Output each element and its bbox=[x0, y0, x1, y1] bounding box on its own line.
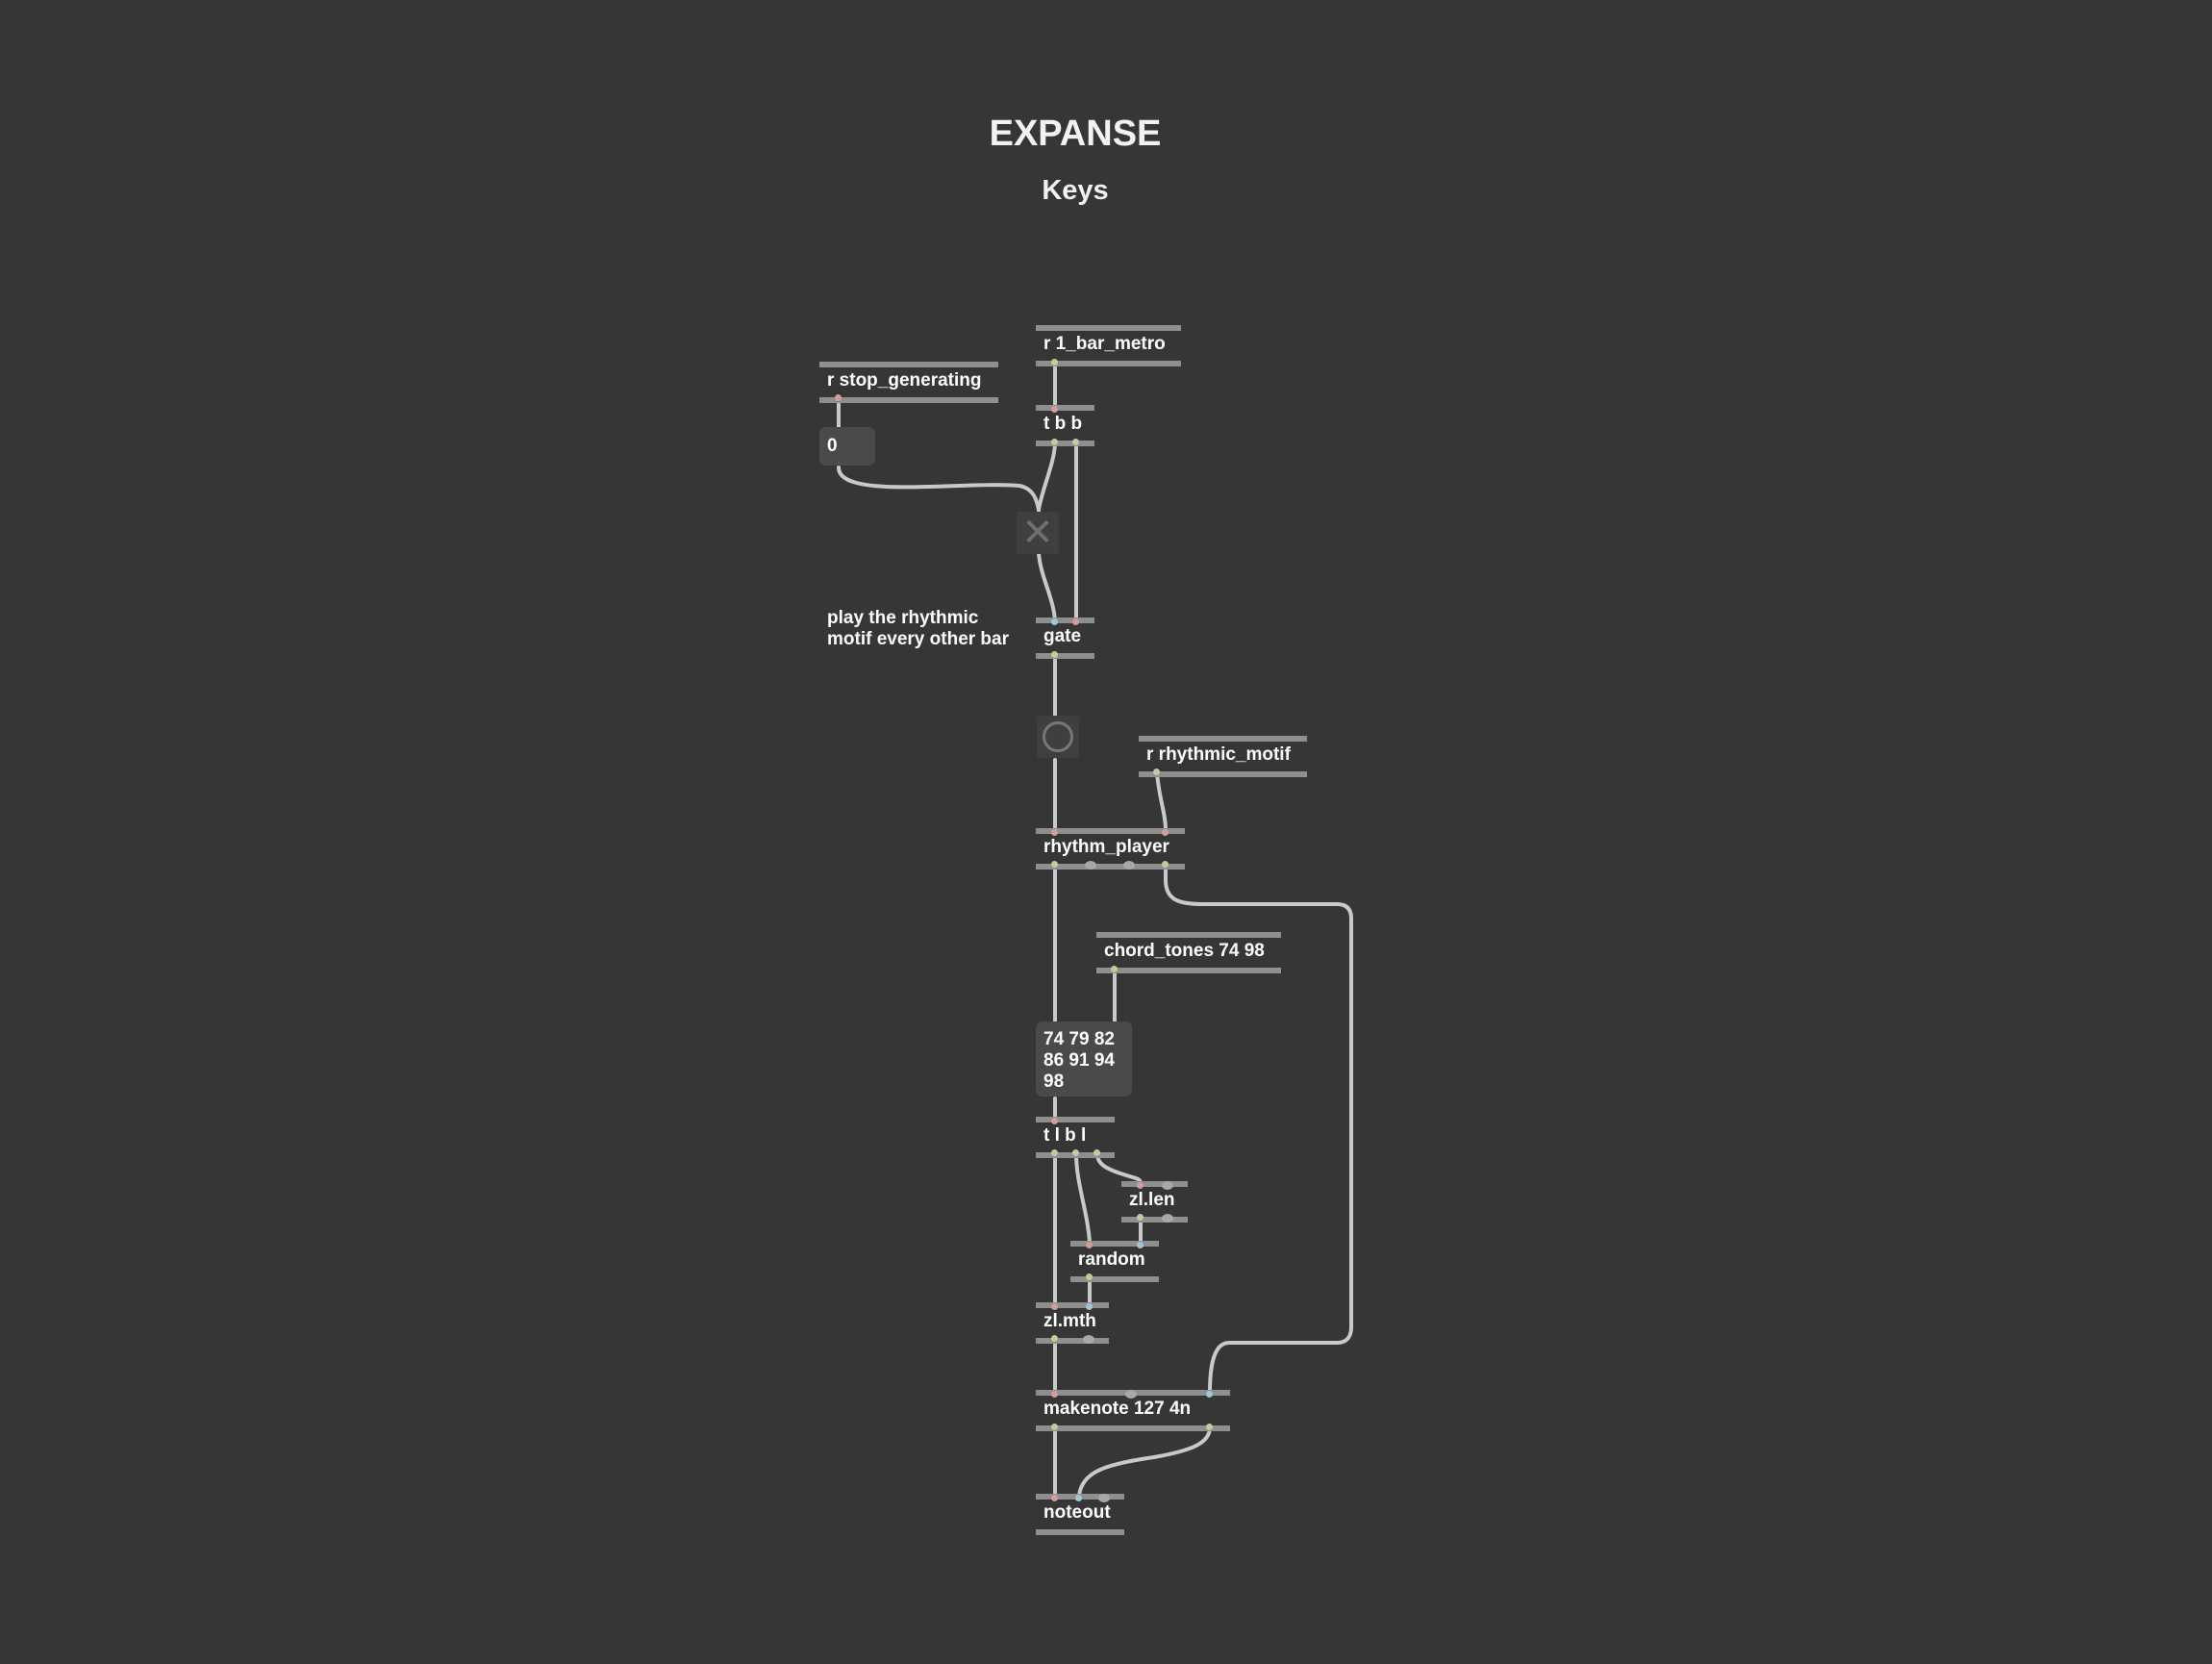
rhythm-player-object[interactable]: rhythm_player bbox=[1036, 828, 1185, 870]
outlet[interactable] bbox=[1111, 966, 1118, 972]
bang-button[interactable] bbox=[1037, 716, 1079, 758]
inlet[interactable] bbox=[1098, 1494, 1110, 1502]
outlet[interactable] bbox=[1051, 1335, 1058, 1342]
patch-subtitle: Keys bbox=[1042, 175, 1109, 206]
inlet[interactable] bbox=[1051, 618, 1058, 625]
inlet[interactable] bbox=[1162, 1181, 1173, 1190]
zl-mth-object[interactable]: zl.mth bbox=[1036, 1302, 1109, 1344]
outlet[interactable] bbox=[1051, 1424, 1058, 1430]
notes-line-3: 98 bbox=[1043, 1072, 1065, 1092]
outlet[interactable] bbox=[1093, 1149, 1100, 1156]
inlet[interactable] bbox=[1051, 1303, 1058, 1310]
message-zero[interactable]: 0 bbox=[819, 427, 875, 466]
outlet[interactable] bbox=[1153, 769, 1160, 775]
outlet[interactable] bbox=[1137, 1214, 1144, 1221]
inlet[interactable] bbox=[1051, 1495, 1058, 1501]
outlet[interactable] bbox=[1051, 1149, 1058, 1156]
outlet[interactable] bbox=[1051, 861, 1058, 868]
patch-title: EXPANSE bbox=[989, 113, 1162, 154]
outlet[interactable] bbox=[1051, 439, 1058, 445]
outlet[interactable] bbox=[1162, 1214, 1173, 1223]
inlet[interactable] bbox=[835, 394, 842, 401]
receive-rhythmic-motif-object[interactable]: r rhythmic_motif bbox=[1139, 736, 1307, 777]
inlet[interactable] bbox=[1162, 829, 1169, 836]
gate-object[interactable]: gate bbox=[1036, 618, 1094, 659]
outlet[interactable] bbox=[1072, 439, 1079, 445]
cord-zero-gate bbox=[837, 466, 1041, 512]
zl-len-object[interactable]: zl.len bbox=[1121, 1181, 1188, 1223]
cord-rmotif-rhythm bbox=[1155, 770, 1168, 832]
trigger-tbb-object[interactable]: t b b bbox=[1036, 405, 1094, 446]
cord-makenote-noteout-vel bbox=[1077, 1425, 1212, 1498]
outlet[interactable] bbox=[1051, 651, 1058, 658]
cord-tlbl-random bbox=[1074, 1152, 1092, 1245]
inlet[interactable] bbox=[1137, 1182, 1144, 1189]
outlet[interactable] bbox=[1086, 1273, 1093, 1280]
inlet[interactable] bbox=[1086, 1303, 1093, 1310]
inlet[interactable] bbox=[1086, 1242, 1093, 1248]
comment-line-1: play the rhythmic bbox=[827, 608, 979, 628]
outlet[interactable] bbox=[1085, 861, 1096, 870]
inlet[interactable] bbox=[1206, 1391, 1213, 1398]
comment-line-2: motif every other bar bbox=[827, 629, 1009, 649]
outlet[interactable] bbox=[1083, 1335, 1094, 1344]
comment-rhythm-motif: play the rhythmic motif every other bar bbox=[827, 608, 1009, 650]
x-icon: ✕ bbox=[1021, 512, 1054, 554]
outlet[interactable] bbox=[1123, 861, 1135, 870]
random-object[interactable]: random bbox=[1070, 1241, 1159, 1282]
notes-message[interactable]: 74 79 82 86 91 94 98 bbox=[1036, 1021, 1132, 1097]
inlet[interactable] bbox=[1051, 1118, 1058, 1124]
notes-line-1: 74 79 82 bbox=[1043, 1029, 1115, 1049]
inlet[interactable] bbox=[1137, 1242, 1144, 1248]
inlet[interactable] bbox=[1075, 1495, 1082, 1501]
receive-stop-generating-object[interactable]: r stop_generating bbox=[819, 362, 998, 403]
inlet[interactable] bbox=[1072, 618, 1079, 625]
gate-toggle[interactable]: ✕ bbox=[1017, 512, 1059, 554]
inlet[interactable] bbox=[1125, 1390, 1137, 1399]
cord-tlbl-zllen bbox=[1095, 1152, 1143, 1185]
inlet[interactable] bbox=[1051, 406, 1058, 413]
outlet[interactable] bbox=[1072, 1149, 1079, 1156]
circle-icon bbox=[1043, 721, 1073, 752]
inlet[interactable] bbox=[1051, 1391, 1058, 1398]
cord-rhythm-makenote-vel bbox=[1164, 863, 1353, 1395]
outlet[interactable] bbox=[1206, 1424, 1213, 1430]
notes-line-2: 86 91 94 bbox=[1043, 1050, 1115, 1071]
outlet[interactable] bbox=[1162, 861, 1169, 868]
inlet[interactable] bbox=[1051, 829, 1058, 836]
outlet[interactable] bbox=[1051, 359, 1058, 366]
chord-tones-object[interactable]: chord_tones 74 98 bbox=[1096, 932, 1281, 973]
receive-1-bar-metro-object[interactable]: r 1_bar_metro bbox=[1036, 325, 1181, 366]
